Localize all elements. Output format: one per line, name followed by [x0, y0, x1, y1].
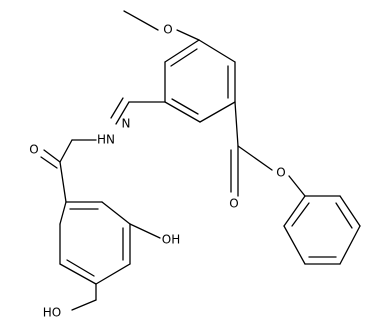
- hydrazone-nh-label: HN: [97, 133, 115, 147]
- hydrazone-n-label: N: [122, 117, 131, 131]
- hydrazone-linker: [71, 97, 166, 141]
- amide-oxygen-label: O: [29, 143, 38, 157]
- methoxy-oxygen-label: O: [163, 23, 172, 37]
- central-benzene-ring: [164, 39, 236, 123]
- ester-double-oxygen-label: O: [229, 197, 238, 211]
- ester-single-oxygen-label: O: [276, 166, 285, 180]
- dihydroxyphenyl-ring: [59, 161, 161, 311]
- methoxy-group: [123, 10, 200, 41]
- right-hydroxyl-label: OH: [162, 233, 180, 247]
- amide-group: [40, 139, 73, 169]
- phenyl-ring: [283, 195, 361, 265]
- bottom-hydroxyl-label: HO: [43, 306, 61, 320]
- ester-group: [230, 101, 306, 197]
